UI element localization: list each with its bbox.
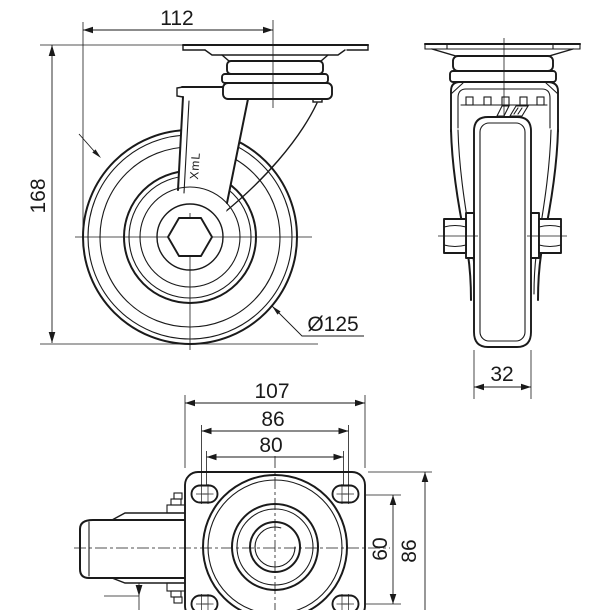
dimension-text: 86 [398,539,421,562]
stamped-logo [496,105,529,117]
fork-bolt-stack-bottom [166,582,186,604]
plate-bevel [431,48,574,57]
fork-head-chamfer [545,82,559,95]
brand-stamp-text: XmL [187,151,203,180]
leader-arrow [135,585,143,596]
plate-underside [424,43,581,50]
dimension-text: 80 [259,434,282,457]
hub-cap-circle [156,203,224,271]
wheel-front-tread [479,122,526,342]
dimension-arrow [389,594,397,604]
bearing-band-upper [226,60,324,75]
leader-arrow [272,306,281,315]
axle-washer-left [465,212,475,259]
bearing-band-middle [221,73,329,84]
fork-leg-right-outer [537,129,559,301]
plate-right-tab [346,44,369,51]
wheel-front-outline [473,116,532,348]
dim-107: 107 [184,380,366,468]
axle-washer-right [530,212,540,259]
dimension-text: Ø125 [307,313,358,336]
dimension-text: 107 [254,380,289,403]
hub-cap-outer-circle [139,186,241,288]
plan-view [74,456,390,610]
dimension-arrow [263,26,273,34]
dimension-text: 60 [369,537,392,560]
bolt-slot-bottom-left [190,594,219,610]
dimension-text: 86 [261,408,284,431]
dimension-arrow [48,45,56,56]
dim-86-horizontal: 86 [201,408,349,486]
fork-leg-inner-line [183,100,190,194]
dimension-arrow [333,453,344,461]
plate-underside [204,49,346,56]
fork-leg-left-edge [177,96,184,191]
dim-80-horizontal: 80 [206,434,344,486]
bolt-slot-bottom-right [331,594,360,610]
dimension-arrow [83,26,93,34]
dimension-arrow [355,399,365,407]
dimension-arrow [474,383,484,391]
dim-86-vertical: 86 [368,471,432,610]
dimension-arrow [389,495,397,505]
dimension-arrow [48,332,56,343]
plate-left-tab [182,44,206,51]
swivel-race-outer [202,474,348,610]
dimension-arrow [206,453,217,461]
front-view [424,38,581,348]
bolt-hole-cross-marks [196,484,354,610]
dimension-text: 168 [27,178,50,213]
dim-60-vertical: 60 [366,494,401,605]
tyre-leader-arrow [92,149,101,158]
dimension-arrow [201,427,212,435]
tyre-leader-line [78,133,95,152]
bearing-band-upper [452,55,554,72]
dimension-arrow [421,472,429,482]
dimension-text: 32 [490,363,513,386]
dimension-arrow [521,383,531,391]
side-view: XmL [75,20,369,350]
bearing-band-lower [449,70,557,83]
dim-168: 168 [27,44,318,345]
dim-32: 32 [473,350,532,399]
fork-leg-right-edge [226,93,250,204]
nut-chamfer-right [538,224,562,248]
fork-bolt-stack-top [166,492,186,514]
bearing-band-lower [222,82,333,100]
fork-rear-edge [224,102,318,213]
dim-112: 112 [82,7,273,240]
dim-wheel-diameter: Ø125 [271,305,364,337]
fork-step-top [111,512,189,521]
fork-horn-hook [176,86,184,98]
nut-chamfer-left [443,224,467,248]
wheel-top-outline [79,519,189,579]
leader-line [271,305,364,337]
fork-head-chamfer [450,82,464,95]
dimension-text: 112 [160,7,193,30]
dimension-arrow [338,427,349,435]
axle-hex-nut [167,217,213,257]
dimension-arrow [185,399,195,407]
